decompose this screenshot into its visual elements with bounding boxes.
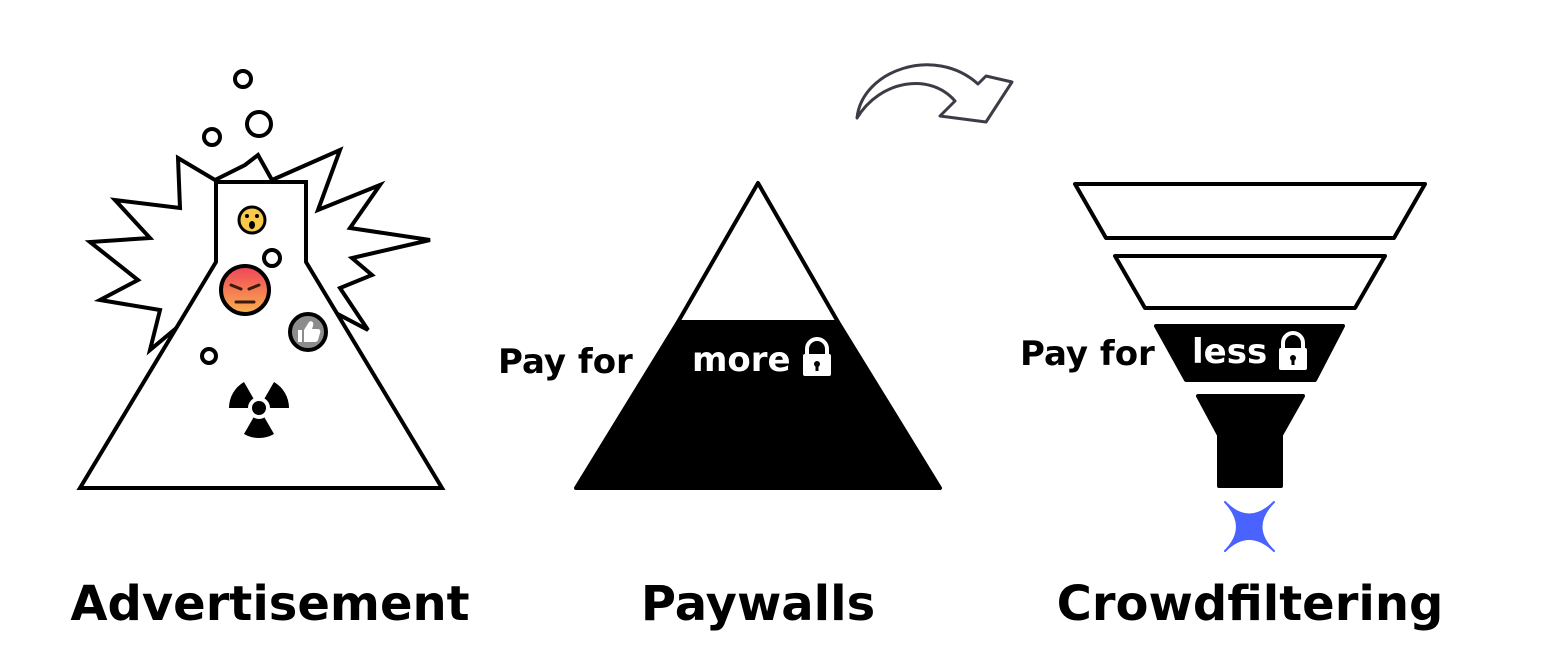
sparkle-icon bbox=[1224, 501, 1275, 552]
lock-icon bbox=[1279, 331, 1307, 370]
surprised-emoji-icon bbox=[237, 205, 267, 235]
crowdfiltering-prefix-label: Pay for bbox=[1020, 334, 1155, 374]
pyramid-icon bbox=[574, 181, 942, 490]
curved-arrow-icon bbox=[855, 63, 1014, 124]
advertisement-title: Advertisement bbox=[70, 576, 470, 632]
paywalls-keyword-label: more bbox=[692, 340, 791, 380]
crowdfiltering-keyword-label: less bbox=[1192, 332, 1268, 372]
radiation-icon bbox=[228, 382, 290, 438]
paywalls-prefix-label: Pay for bbox=[498, 342, 633, 382]
funnel-icon bbox=[1073, 182, 1427, 488]
crowdfiltering-title: Crowdfiltering bbox=[1056, 576, 1444, 632]
angry-emoji-icon bbox=[219, 264, 271, 316]
lock-icon bbox=[803, 337, 831, 376]
bubbles bbox=[200, 69, 282, 365]
thumbs-up-icon bbox=[288, 312, 328, 352]
paywalls-title: Paywalls bbox=[640, 576, 876, 632]
flask-icon bbox=[76, 180, 446, 490]
